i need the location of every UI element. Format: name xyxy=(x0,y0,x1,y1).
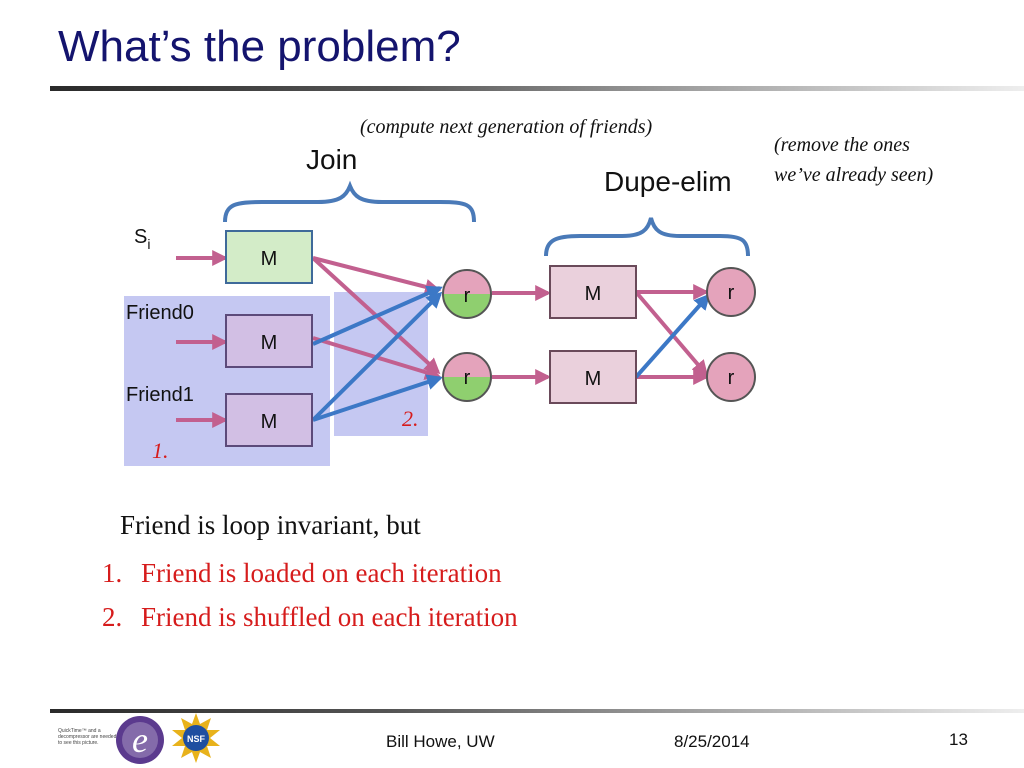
dupe-mapper-1-label: M xyxy=(585,368,602,390)
edge-m1-r0 xyxy=(312,285,443,346)
footer-page-number: 13 xyxy=(949,730,968,749)
dupe-mapper-0-label: M xyxy=(585,283,602,305)
item-2-number: 2. xyxy=(102,602,123,632)
dataflow-diagram: M M M M M r r r r Si Friend0 Friend1 1. … xyxy=(124,180,756,466)
mapper-s xyxy=(225,230,313,284)
mapper-friend1 xyxy=(225,393,313,447)
logo-placeholder-caption: QuickTime™ and a decompressor are needed… xyxy=(58,728,117,746)
remove-note-line2: we’ve already seen) xyxy=(774,164,934,186)
dupe-elim-label: Dupe-elim xyxy=(604,166,732,197)
join-reducer-0-label: r xyxy=(464,285,471,307)
mapper-s-label: M xyxy=(261,248,278,270)
marker-1: 1. xyxy=(152,438,169,463)
slide-title: What’s the problem? xyxy=(58,22,461,71)
edge-dm1-dr0 xyxy=(634,293,711,379)
friend1-label: Friend1 xyxy=(126,384,194,406)
footer-author: Bill Howe, UW xyxy=(386,732,495,751)
edge-m2-r0 xyxy=(311,291,443,422)
dupe-reducer-1 xyxy=(706,352,756,402)
dupe-reducer-1-label: r xyxy=(728,367,735,389)
input-s-subscript: i xyxy=(147,236,150,252)
intro-text: Friend is loop invariant, but xyxy=(120,510,421,540)
dupe-elim-brace xyxy=(544,217,750,257)
item-2-text: Friend is shuffled on each iteration xyxy=(141,602,518,632)
title-divider xyxy=(50,86,1024,91)
dupe-mapper-0 xyxy=(549,265,637,319)
edge-m0-r0 xyxy=(312,256,442,295)
mapper-friend1-label: M xyxy=(261,411,278,433)
input-s-main: S xyxy=(134,226,147,248)
friend0-label: Friend0 xyxy=(126,302,194,324)
join-reducer-0 xyxy=(442,269,492,319)
escience-logo-icon: e xyxy=(116,716,164,764)
item-1-number: 1. xyxy=(102,558,123,588)
mapper-friend0-label: M xyxy=(261,332,278,354)
svg-text:e: e xyxy=(132,720,148,760)
svg-text:NSF: NSF xyxy=(187,734,206,744)
marker-2: 2. xyxy=(402,406,419,431)
input-s-label: Si xyxy=(134,226,150,252)
join-reducer-1-label: r xyxy=(464,367,471,389)
mapper-friend0 xyxy=(225,314,313,368)
item-1-text: Friend is loaded on each iteration xyxy=(141,558,502,588)
dupe-mapper-1 xyxy=(549,350,637,404)
nsf-logo-icon: NSF xyxy=(172,713,220,763)
remove-note-line1: (remove the ones xyxy=(774,134,910,156)
dupe-reducer-0-label: r xyxy=(728,282,735,304)
edge-dm0-dr1 xyxy=(634,290,709,377)
footer-date: 8/25/2014 xyxy=(674,732,750,751)
join-label: Join xyxy=(306,144,358,175)
edge-m2-r1 xyxy=(312,374,444,422)
footer-divider xyxy=(50,709,1024,713)
dupe-reducer-0 xyxy=(706,267,756,317)
join-brace xyxy=(223,180,476,223)
compute-note: (compute next generation of friends) xyxy=(360,116,653,138)
join-reducer-1 xyxy=(442,352,492,402)
